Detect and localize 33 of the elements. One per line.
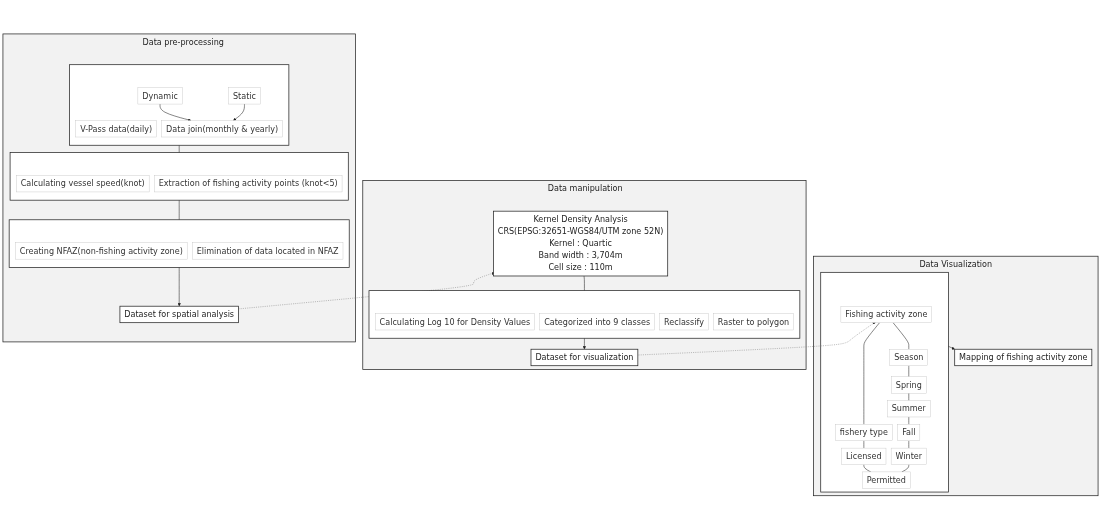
node-box: Permitted [862,471,911,489]
node-box: Calculating Log 10 for Density Values [375,313,535,331]
node-box: Raster to polygon [713,313,794,331]
node-box: Dataset for spatial analysis [119,306,239,324]
cluster [820,272,949,493]
node-box: fishery type [835,424,893,442]
node-box: Dataset for visualization [530,349,639,367]
node-box: Reclassify [659,313,709,331]
node-box: Fall [897,424,921,442]
node-box: Calculating vessel speed(knot) [16,175,150,193]
node-box: Data join(monthly & yearly) [161,120,283,138]
node-box: V-Pass data(daily) [75,120,157,138]
node-box: Summer [887,400,931,418]
cluster [9,152,349,201]
node-box: Licensed [841,448,887,465]
cluster [69,64,290,146]
node-box: Mapping of fishing activity zone [954,349,1093,367]
node-box: Dynamic [137,87,183,105]
node-box: Extraction of fishing activity points (knot<5) [154,175,343,193]
node-box: Winter [890,448,927,465]
connector [583,275,585,292]
node-box: Creating NFAZ(non-fishing activity zone) [15,242,188,260]
cluster [368,290,801,339]
node-box: Kernel Density Analysis CRS(EPSG:32651-WGS84/UTM zone 52N) Kernel : Quartic Band width : 3,704m Cell size : 110m [493,210,669,277]
cluster [8,219,350,268]
node-box: Fishing activity zone [840,306,932,324]
node-box: Elimination of data located in NFAZ [192,242,344,260]
node-box: Spring [891,376,927,394]
node-box: Season [889,349,928,367]
connector [178,200,180,221]
node-box: Static [228,87,261,105]
connector [178,145,180,154]
node-box: Categorized into 9 classes [539,313,655,331]
